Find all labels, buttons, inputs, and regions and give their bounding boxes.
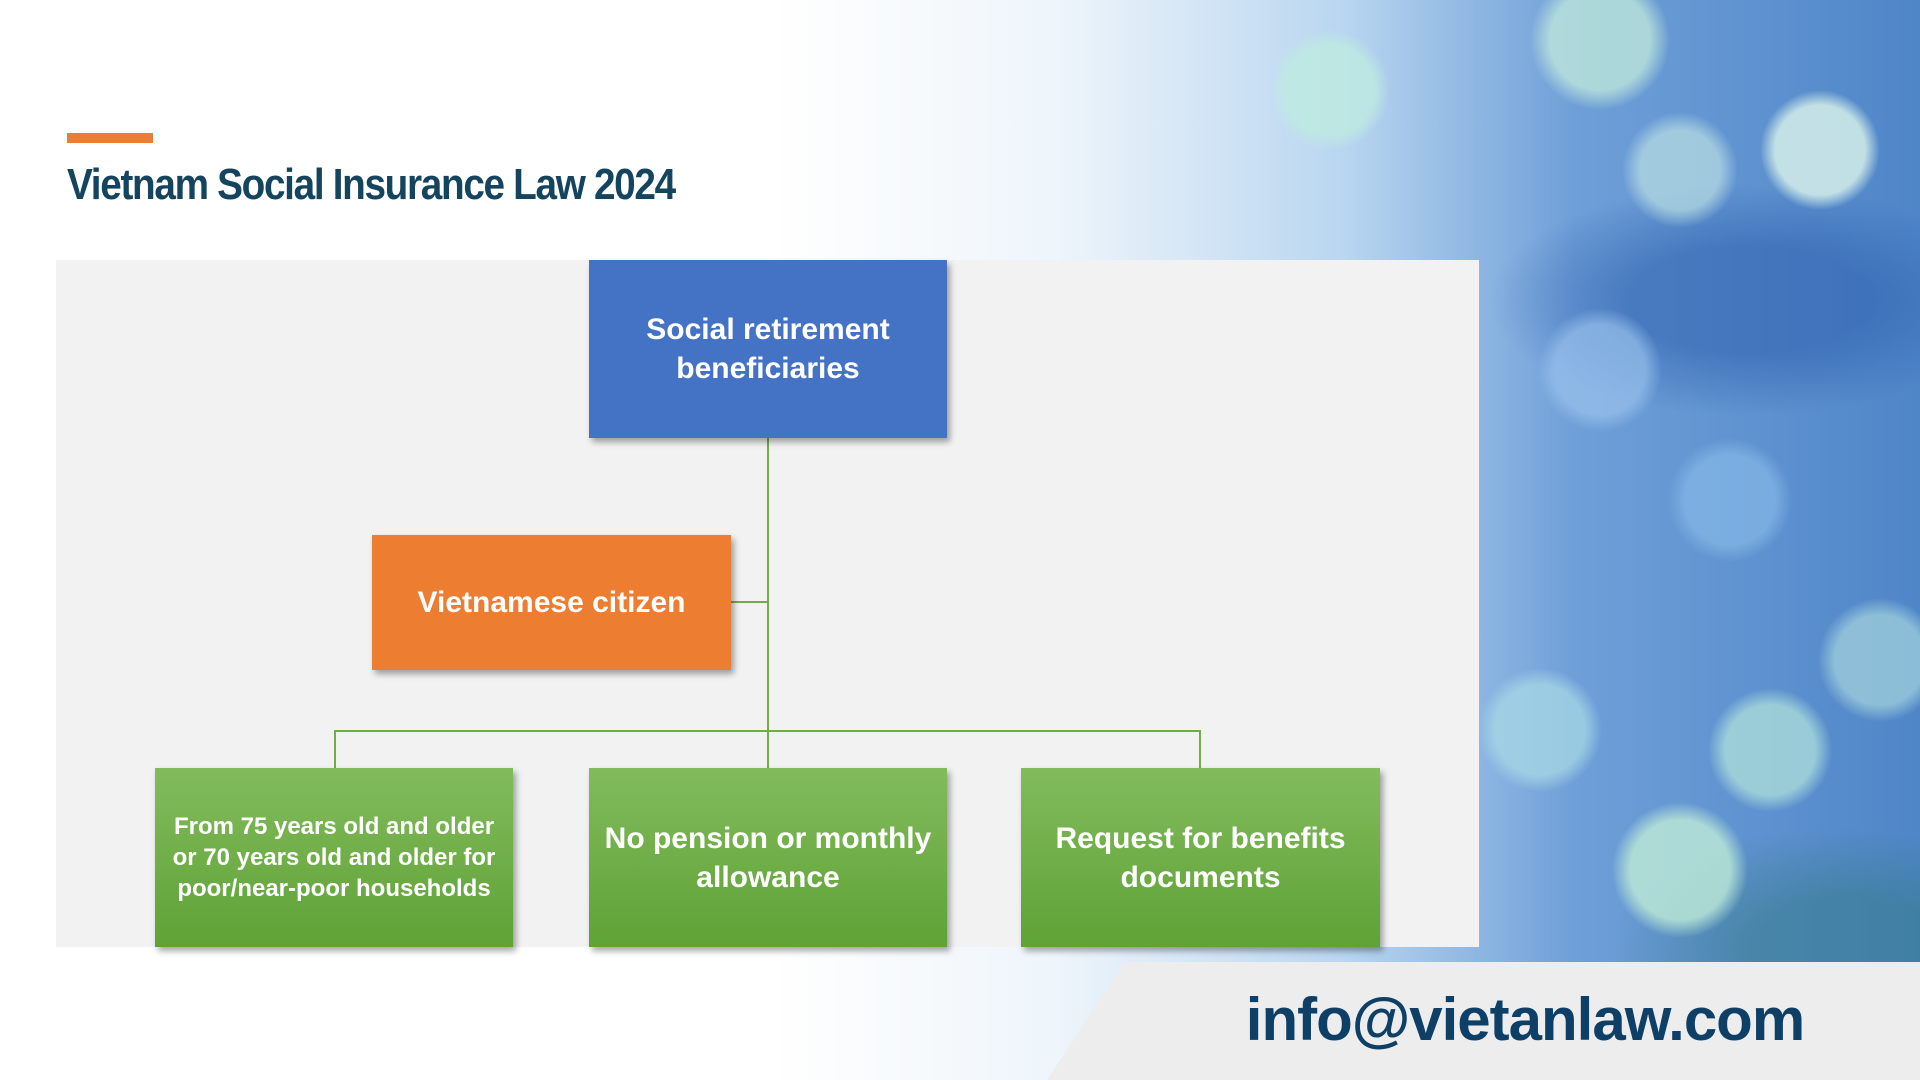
root-node: Social retirement beneficiaries bbox=[589, 260, 947, 438]
connector-side bbox=[731, 601, 768, 603]
child-node-label: From 75 years old and older or 70 years … bbox=[172, 813, 496, 902]
connector-child-1 bbox=[334, 730, 336, 768]
side-node: Vietnamese citizen bbox=[372, 535, 731, 670]
connector-root-down bbox=[767, 438, 769, 768]
page-title: Vietnam Social Insurance Law 2024 bbox=[67, 160, 676, 209]
connector-bus bbox=[334, 730, 1201, 732]
child-node-label: No pension or monthly allowance bbox=[604, 821, 932, 894]
child-node-label: Request for benefits documents bbox=[1055, 821, 1346, 894]
child-node-age: From 75 years old and older or 70 years … bbox=[155, 768, 513, 947]
child-node-pension: No pension or monthly allowance bbox=[589, 768, 947, 947]
child-node-request: Request for benefits documents bbox=[1021, 768, 1380, 947]
root-node-label: Social retirement beneficiaries bbox=[646, 313, 890, 385]
title-accent-bar bbox=[67, 133, 153, 143]
connector-child-3 bbox=[1199, 730, 1201, 768]
contact-email[interactable]: info@vietanlaw.com bbox=[1245, 986, 1805, 1053]
side-node-label: Vietnamese citizen bbox=[417, 585, 686, 619]
